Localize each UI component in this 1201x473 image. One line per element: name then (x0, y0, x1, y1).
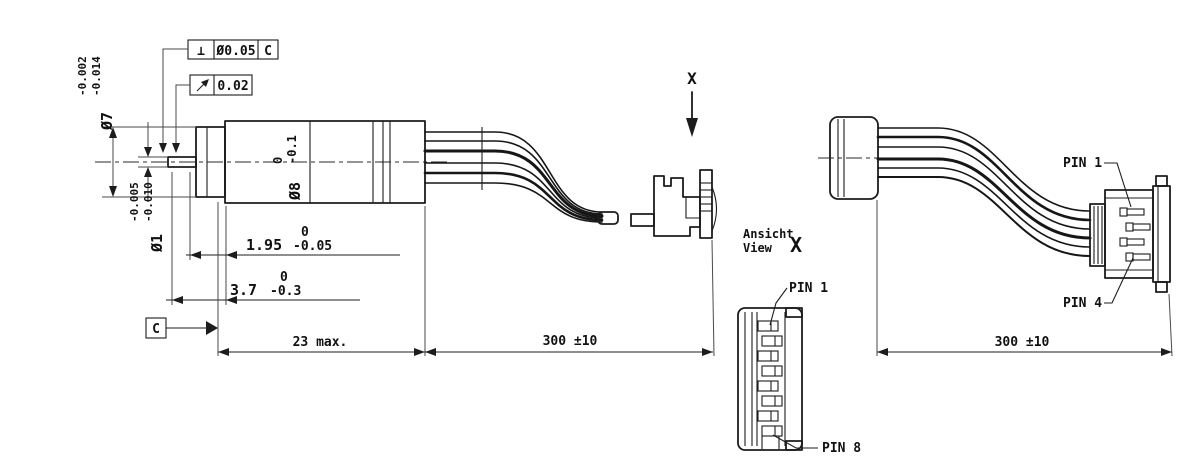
connector-side-view (630, 169, 718, 239)
shaft-dia-label: Ø1 (148, 234, 166, 253)
fcf-runout: 0.02 (172, 74, 253, 153)
cable-end-sleeve (597, 211, 619, 225)
dim-shaft-diameter: Ø1 -0.005 -0.010 (128, 122, 168, 253)
pin8-leader (772, 434, 818, 449)
connector-housing (653, 175, 701, 237)
pin-1 (1126, 208, 1145, 216)
connector-front-body (737, 307, 803, 451)
connector-bottom-notch (761, 435, 780, 449)
face-plate-bottom-tab (1155, 281, 1168, 293)
pin1-leader (769, 287, 788, 326)
datum-label: C (152, 322, 160, 337)
pin-top-label: PIN 1 (789, 281, 828, 296)
pin-slots (757, 320, 783, 437)
dim-shaft-length: 1.95 0 -0.05 (186, 172, 400, 260)
pin-5 (757, 380, 779, 392)
view-x-caption: Ansicht View X (743, 227, 802, 257)
section-label: X (687, 69, 697, 88)
fcf-leader (162, 48, 188, 144)
pin-slots (1119, 207, 1151, 262)
svg-text:0 -0.1: 0 -0.1 (271, 135, 299, 164)
motor-body (224, 120, 426, 204)
cable-left (423, 127, 619, 225)
pin-2 (1132, 223, 1151, 231)
svg-text:1.95: 1.95 (246, 236, 282, 254)
face-plate-top-tab (1155, 175, 1168, 187)
pin-7 (757, 410, 779, 422)
svg-text:-0.002 -0.014: -0.002 -0.014 (76, 50, 103, 96)
svg-text:3.7: 3.7 (230, 281, 257, 299)
pin-bottom-label: PIN 8 (822, 441, 861, 456)
pin-3 (757, 350, 779, 362)
pin1-leader (1104, 162, 1132, 208)
perpendicularity-symbol-icon: ⊥ (197, 44, 205, 59)
svg-text:View: View (743, 241, 773, 255)
connector-ferrule (630, 213, 655, 227)
dim-cable-length-text: 300 ±10 (543, 334, 598, 349)
section-arrow-icon (686, 118, 698, 137)
runout-symbol-icon (196, 79, 209, 92)
svg-text:Ansicht: Ansicht (743, 227, 794, 241)
fcf-perp-datum: C (264, 44, 272, 59)
svg-text:-0.005 -0.010: -0.005 -0.010 (128, 176, 155, 222)
dim-flange-diameter: Ø7 -0.002 -0.014 (76, 50, 196, 198)
pin-2 (761, 335, 783, 347)
svg-text:X: X (790, 233, 802, 257)
flange-dia-label: Ø7 (98, 112, 116, 131)
pin-3 (1126, 238, 1145, 246)
connector-face-plate (1152, 185, 1171, 283)
dim-pinion-length: 3.7 0 -0.3 (166, 172, 360, 305)
pin-8 (761, 425, 783, 437)
fcf-perpendicularity: ⊥ Ø0.05 C (159, 39, 279, 153)
connector-front-view: PIN 1 PIN 8 (737, 281, 861, 456)
svg-text:0: 0 (301, 225, 309, 240)
pin-top-label: PIN 1 (1063, 156, 1102, 171)
motor-side-view (95, 120, 448, 204)
svg-text:-0.3: -0.3 (270, 284, 301, 299)
dim-body-length-text: 23 max. (293, 335, 348, 350)
dim-body-and-cable-length: 23 max. 300 ±10 (217, 202, 715, 357)
dim-cable-length-text: 300 ±10 (995, 335, 1050, 350)
pin-6 (761, 395, 783, 407)
connector-right-view: PIN 1 PIN 4 (1063, 156, 1171, 311)
fcf-perp-tolerance: Ø0.05 (215, 44, 255, 59)
section-view-indicator: X (686, 69, 698, 137)
connector-top-tab (785, 307, 803, 318)
datum-triangle-icon (206, 321, 218, 335)
connector-housing (1104, 189, 1154, 279)
fcf-leader (175, 84, 190, 144)
pin-4 (1132, 253, 1151, 261)
svg-text:0: 0 (280, 270, 288, 285)
cable-right (876, 127, 1092, 257)
body-dia-label: Ø8 (286, 182, 304, 201)
pin4-leader (1104, 257, 1134, 304)
pin-1 (757, 320, 779, 332)
pin-bottom-label: PIN 4 (1063, 296, 1102, 311)
datum-c-flag: C (145, 317, 218, 339)
fcf-runout-tolerance: 0.02 (217, 79, 248, 94)
dim-body-diameter: Ø8 0 -0.1 (271, 135, 304, 201)
dim-cable-length-right: 300 ±10 (876, 200, 1173, 357)
svg-text:-0.05: -0.05 (293, 239, 332, 254)
connector-bottom-tab (785, 440, 803, 451)
pin-4 (761, 365, 783, 377)
